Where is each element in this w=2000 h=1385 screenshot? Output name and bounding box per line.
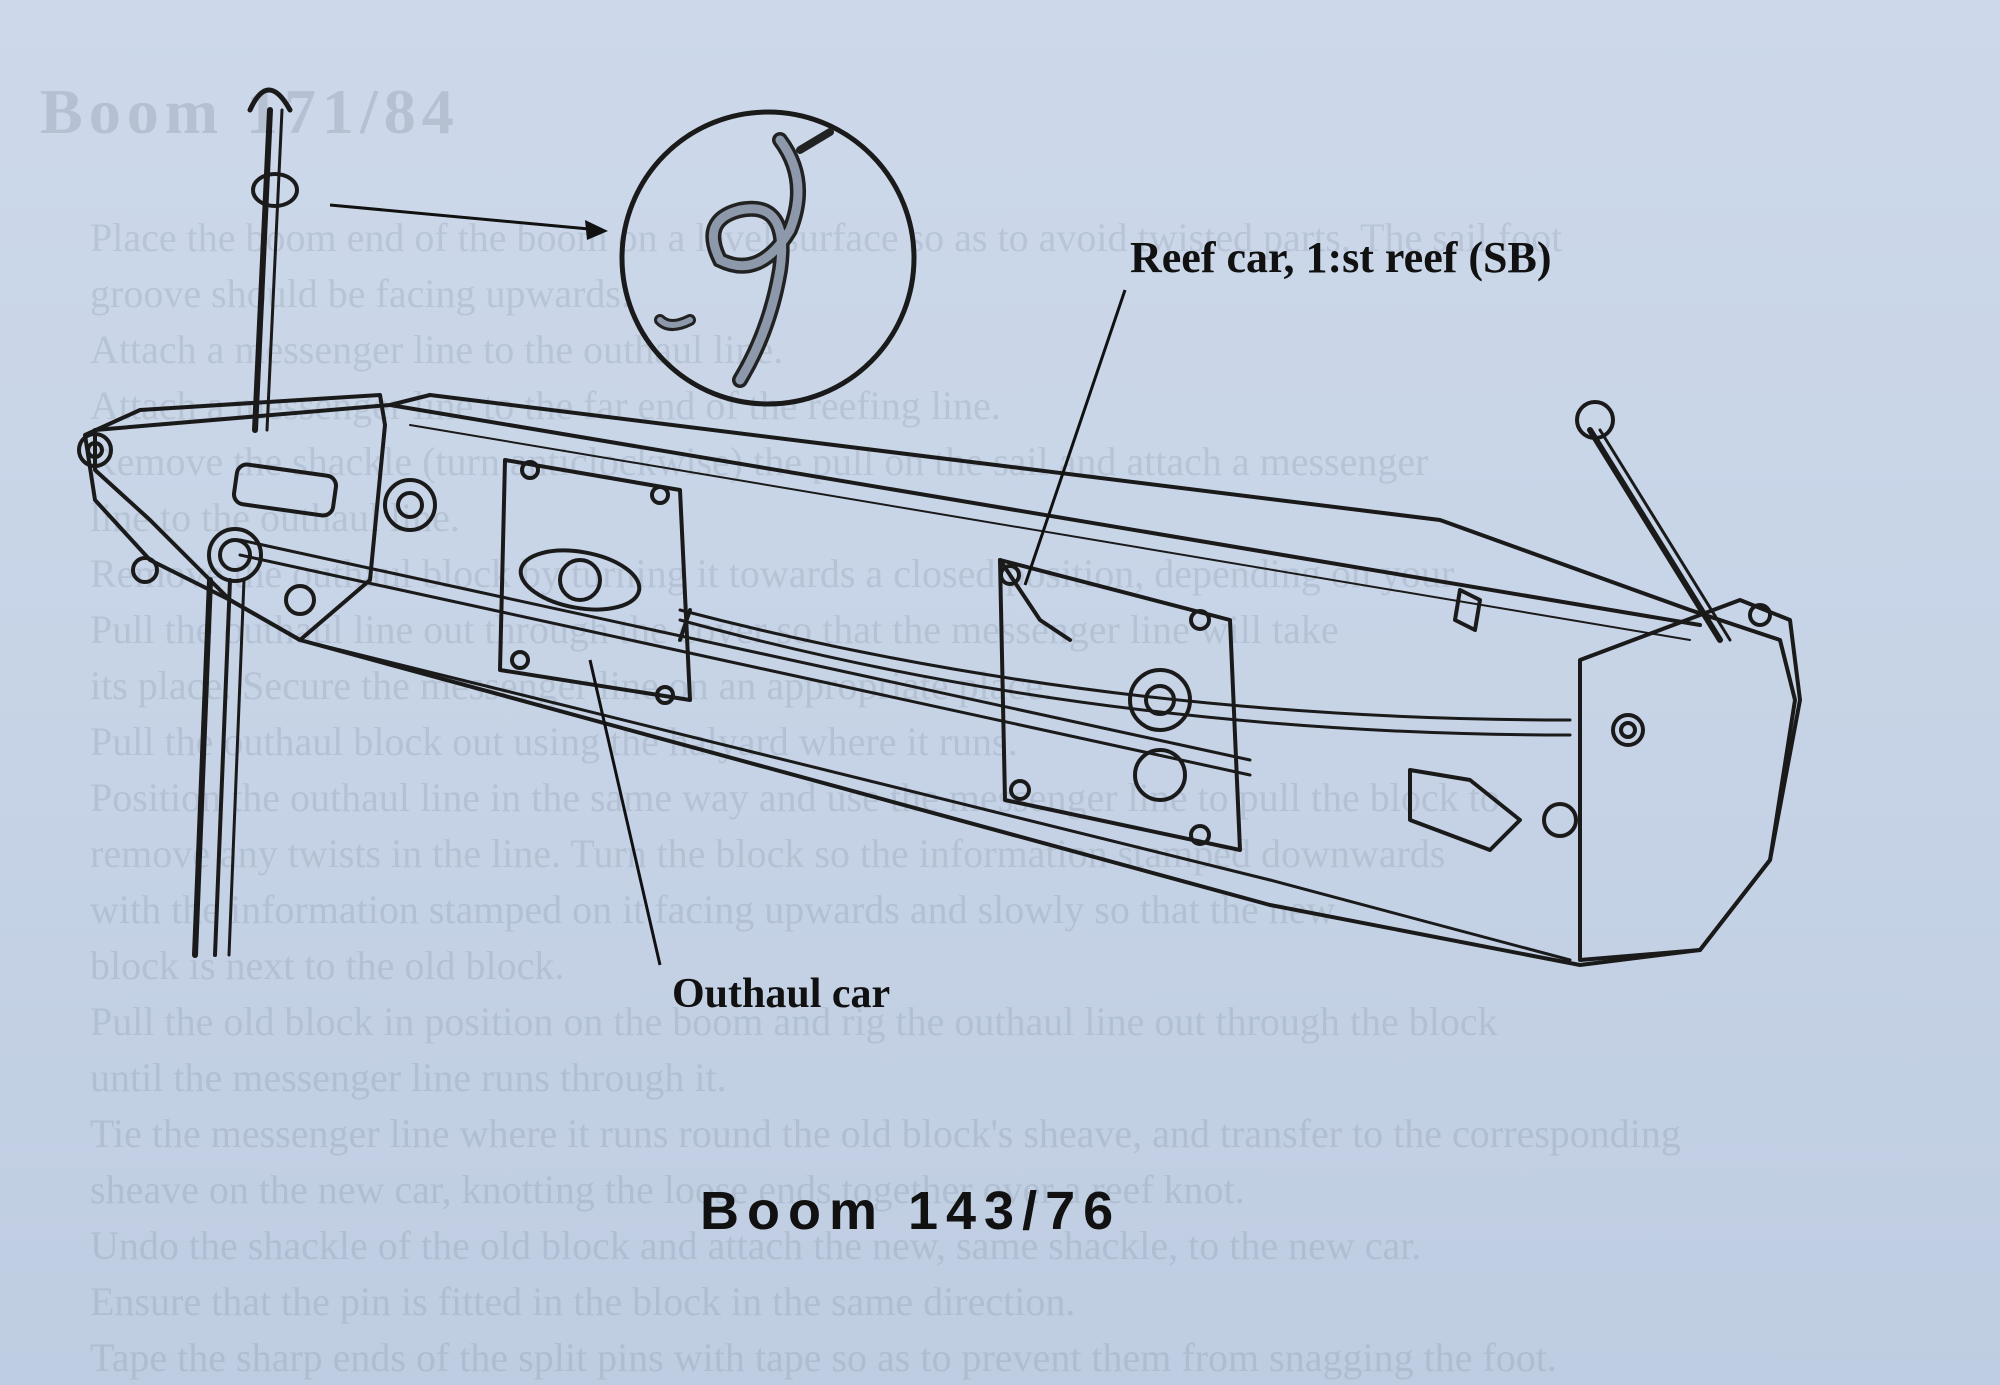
detail-arrowhead <box>585 220 608 240</box>
knot-detail <box>619 109 917 407</box>
outhaul-car-plate <box>498 458 692 702</box>
reef-car <box>998 558 1242 852</box>
gooseneck-fitting <box>83 393 387 642</box>
figure-caption: Boom 143/76 <box>700 1181 1122 1241</box>
outhaul-car-leader <box>588 659 662 966</box>
reef-car-leader <box>1023 289 1127 586</box>
clew-fitting <box>1578 598 1802 962</box>
outhaul-car-label: Outhaul car <box>672 971 891 1017</box>
reef-car-label: Reef car, 1:st reef (SB) <box>1130 233 1552 282</box>
detail-arrow <box>329 203 601 232</box>
